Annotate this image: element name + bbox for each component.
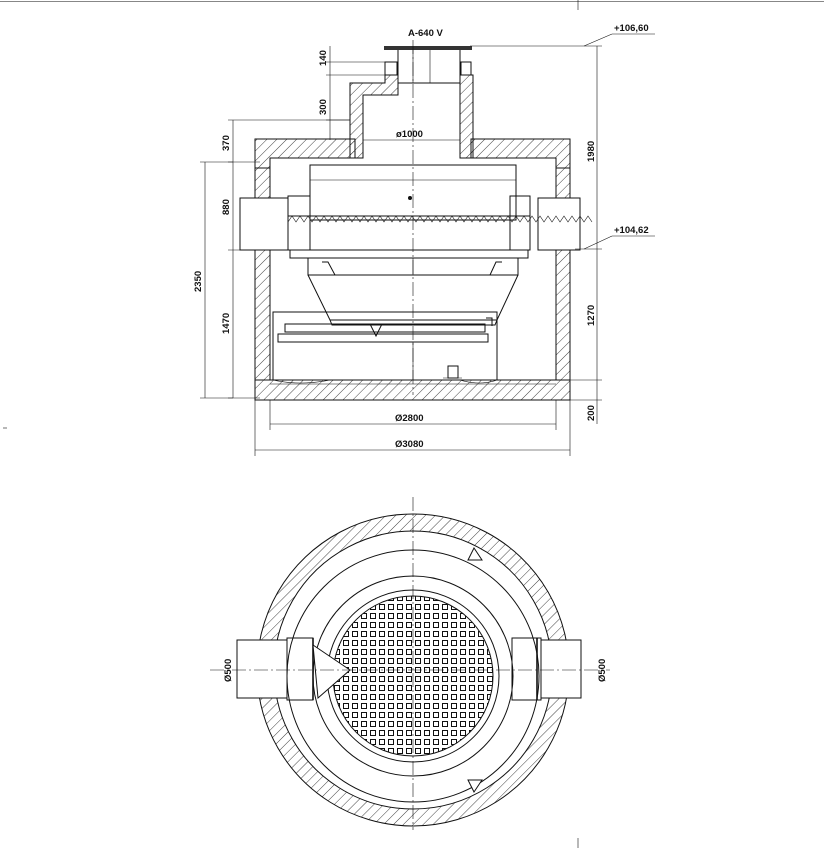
wall-right xyxy=(555,167,571,199)
pipe-outlet xyxy=(537,197,581,251)
dia-3080: Ø3080 xyxy=(395,439,424,450)
dim-370: 370 xyxy=(221,135,232,151)
cover-slab-right xyxy=(470,138,571,169)
cover-slab-left xyxy=(254,138,356,169)
inlet-deflector xyxy=(312,643,351,700)
elevation-pipe-label: +104,62 xyxy=(614,225,649,236)
dim-1270: 1270 xyxy=(586,305,597,326)
plan-pipe-right xyxy=(540,639,582,699)
dia-2800: Ø2800 xyxy=(395,413,424,424)
bottom-tank xyxy=(272,311,498,381)
wall-right-lower xyxy=(555,249,571,381)
manhole-cover xyxy=(384,46,472,50)
dia-1000: ø1000 xyxy=(396,129,423,140)
dim-140: 140 xyxy=(318,50,329,66)
elevation-top-label: +106,60 xyxy=(614,23,649,34)
plan-pipe-left xyxy=(236,639,288,699)
grate xyxy=(333,596,493,756)
dim-880: 880 xyxy=(221,199,232,215)
serrated-edge xyxy=(287,215,593,223)
section-title: A-640 V xyxy=(408,28,444,39)
section-view: A-640 V +106,60 +104,62 140 300 370 880 … xyxy=(193,23,655,456)
serrated-band xyxy=(287,215,531,251)
outer-ring xyxy=(256,513,570,827)
plan-pipe-right-label: Ø500 xyxy=(597,659,608,682)
dim-2350: 2350 xyxy=(193,271,204,292)
dim-1980: 1980 xyxy=(586,141,597,162)
pipe-inlet xyxy=(239,197,289,251)
cone xyxy=(307,274,519,321)
shaft-right xyxy=(459,74,474,159)
wall-left xyxy=(254,167,271,199)
plan-pipe-left-label: Ø500 xyxy=(223,659,234,682)
shaft-left xyxy=(349,74,399,159)
dim-200: 200 xyxy=(586,405,597,421)
plan-view: Ø500 Ø500 xyxy=(210,497,610,830)
wall-left-lower xyxy=(254,249,271,381)
dim-1470: 1470 xyxy=(221,313,232,334)
dim-300: 300 xyxy=(318,99,329,115)
